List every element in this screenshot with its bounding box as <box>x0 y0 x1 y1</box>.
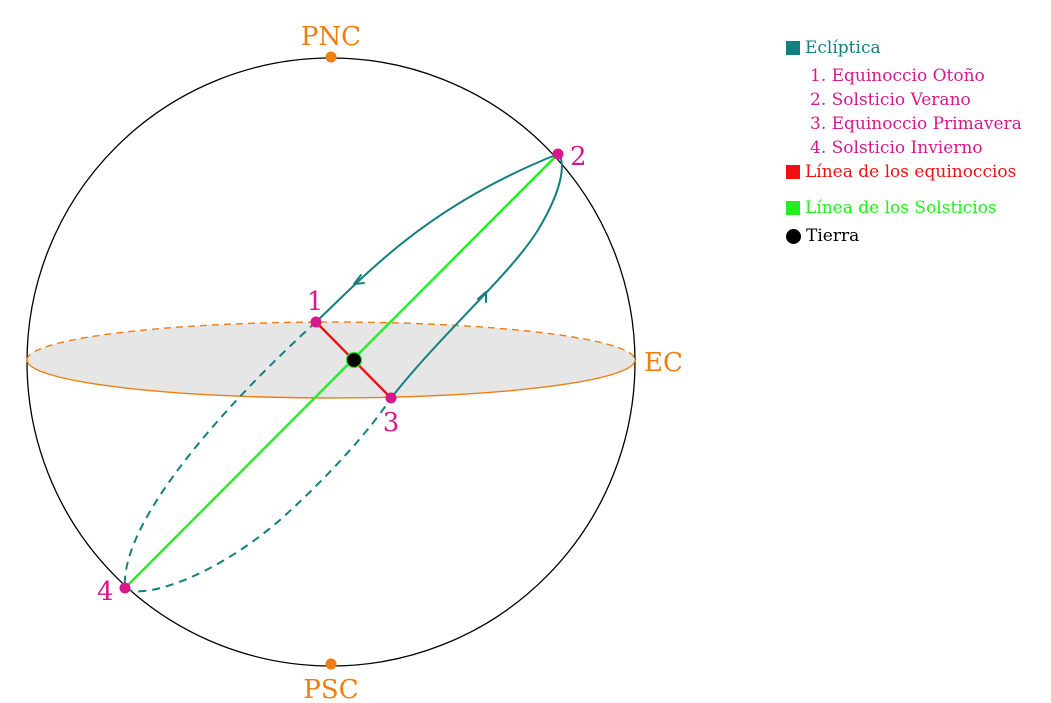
equator-back-arc <box>26 321 636 361</box>
ecliptic-lower-hidden-arc <box>124 397 392 593</box>
legend-item-2: 2. Solsticio Verano <box>810 90 971 110</box>
point-2-marker <box>552 148 564 160</box>
point-1-marker <box>310 316 322 328</box>
ecliptic-arrow-right <box>477 291 487 303</box>
legend-equinox-label: Línea de los equinoccios <box>805 162 1017 182</box>
pnc-label: PNC <box>301 22 361 52</box>
ecliptic-arrow-upper <box>353 274 365 285</box>
south-pole-marker <box>325 658 337 670</box>
point-3-marker <box>385 392 397 404</box>
point-3-label: 3 <box>383 408 400 438</box>
legend-item-1: 1. Equinoccio Otoño <box>810 66 985 86</box>
equator-front-arc <box>26 359 636 399</box>
earth-marker <box>345 351 363 369</box>
legend-equinox-line: Línea de los equinoccios <box>786 160 1048 184</box>
legend-earth: Tierra <box>786 224 1048 248</box>
point-4-marker <box>119 582 131 594</box>
ec-label: EC <box>644 348 683 378</box>
legend: Eclíptica 1. Equinoccio Otoño 2. Solstic… <box>786 36 1048 248</box>
legend-earth-label: Tierra <box>806 226 860 246</box>
ecliptic-left-hidden-arc <box>123 321 317 589</box>
earth-dot-icon <box>786 228 801 244</box>
solstice-line <box>124 153 559 589</box>
ecliptic-right-arc <box>390 153 563 399</box>
point-1-label: 1 <box>307 287 324 317</box>
legend-ecliptic: Eclíptica <box>786 36 1048 60</box>
ecliptic-upper-arc <box>315 153 559 323</box>
legend-solstice-line: Línea de los Solsticios <box>786 196 1048 220</box>
legend-item-3: 3. Equinoccio Primavera <box>810 114 1022 134</box>
equinox-swatch-icon <box>786 165 800 179</box>
point-4-label: 4 <box>97 577 114 607</box>
north-pole-marker <box>325 51 337 63</box>
psc-label: PSC <box>303 675 358 703</box>
legend-ecliptic-label: Eclíptica <box>805 38 881 58</box>
legend-solstice-label: Línea de los Solsticios <box>805 198 997 218</box>
solstice-swatch-icon <box>786 201 800 215</box>
point-2-label: 2 <box>570 142 587 172</box>
ecliptic-swatch-icon <box>786 41 800 55</box>
legend-item-4: 4. Solsticio Invierno <box>810 138 983 158</box>
